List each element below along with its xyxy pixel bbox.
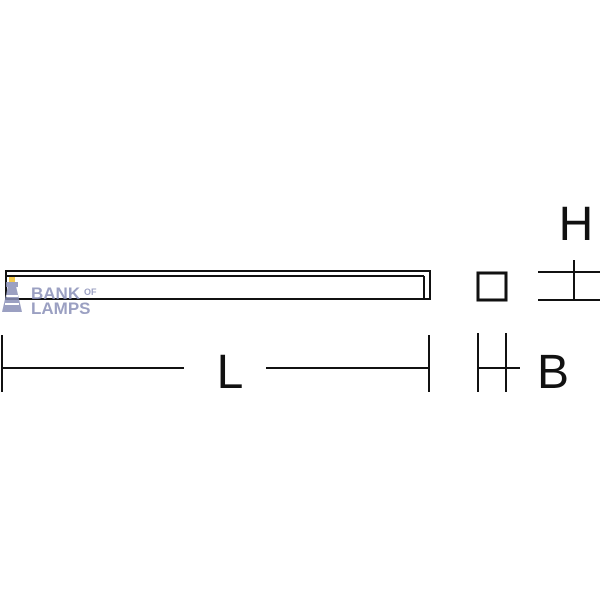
length-label: L bbox=[217, 346, 244, 399]
bank-of-lamps-logo: BANK OF LAMPS bbox=[2, 277, 97, 318]
length-dimension bbox=[1, 335, 430, 392]
height-dimension bbox=[538, 260, 600, 301]
logo-line2: LAMPS bbox=[31, 299, 91, 318]
lamp-cross-section bbox=[476, 271, 508, 302]
logo-line1-small: OF bbox=[84, 287, 97, 297]
breadth-dimension bbox=[477, 333, 520, 392]
logo-line1: BANK bbox=[31, 284, 81, 303]
height-label: H bbox=[559, 198, 594, 251]
breadth-label: B bbox=[537, 346, 569, 399]
lighthouse-icon bbox=[2, 277, 22, 312]
